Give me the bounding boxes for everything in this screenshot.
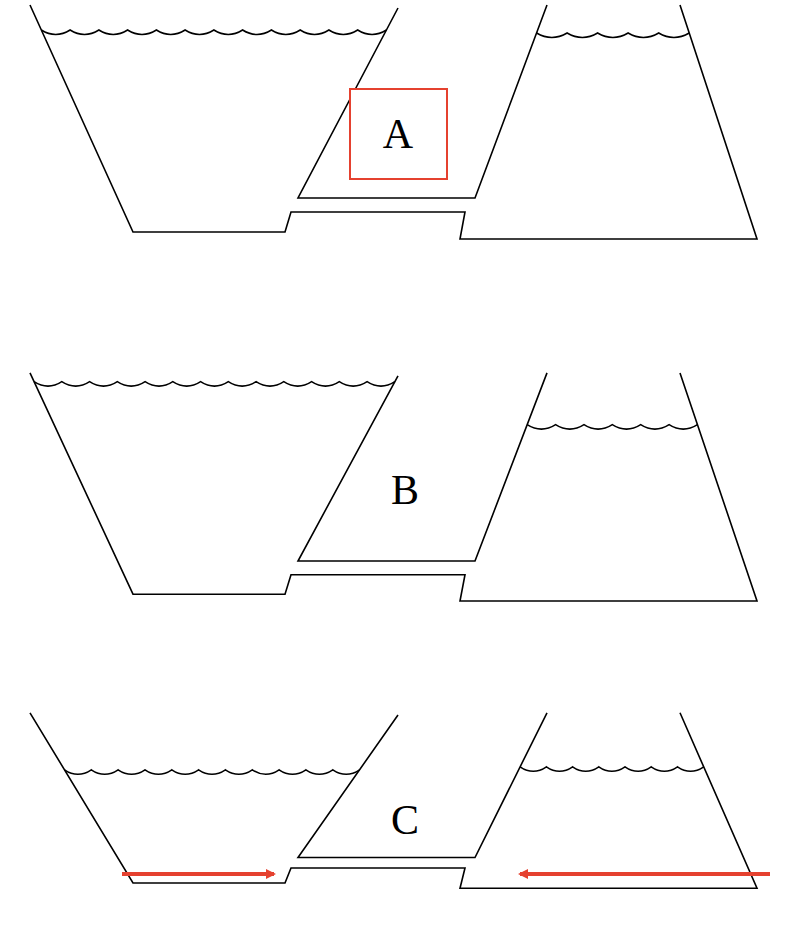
panel-letter: B	[391, 469, 419, 511]
highlight-box: A	[349, 88, 448, 180]
vessel-outline	[298, 713, 547, 858]
vessel-outline	[30, 373, 757, 601]
vessel-outline	[30, 713, 757, 889]
vessel-outline	[298, 373, 547, 561]
water-surface	[41, 30, 386, 35]
vessel-outline	[30, 5, 757, 239]
water-surface	[65, 770, 360, 775]
panel-letter: A	[383, 113, 413, 155]
water-surface	[527, 425, 697, 430]
pointer-arrow	[122, 872, 274, 876]
water-surface	[537, 33, 690, 38]
water-surface	[34, 382, 395, 387]
water-surface	[520, 767, 704, 772]
pointer-arrow	[520, 872, 770, 876]
panel-letter: C	[391, 799, 419, 841]
